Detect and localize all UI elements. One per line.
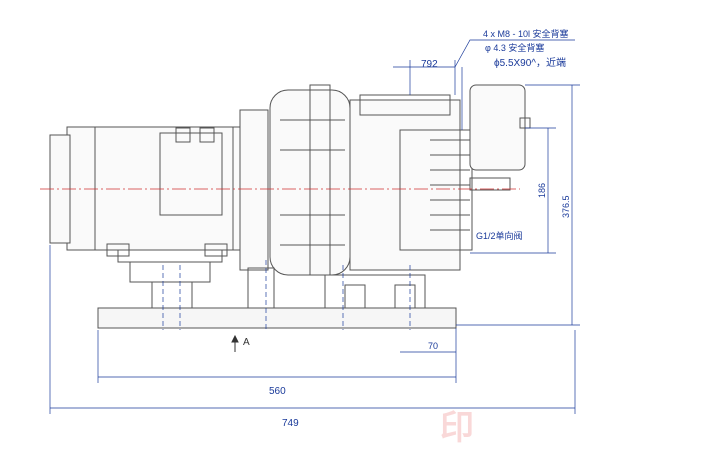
callout-line-2: φ 4.3 安全背塞 bbox=[485, 43, 545, 53]
motor-foot-left bbox=[151, 281, 193, 309]
pedestal-2 bbox=[324, 274, 426, 309]
dim-top: 792 bbox=[421, 59, 438, 70]
callout-line-3: ϕ5.5X90^，近端 bbox=[494, 58, 566, 69]
flange bbox=[239, 109, 269, 271]
dim-base: 560 bbox=[269, 386, 286, 397]
technical-drawing bbox=[40, 39, 580, 414]
dim-overall: 749 bbox=[282, 418, 299, 429]
callout-line-1: 4 x M8 - 10l 安全背塞 bbox=[483, 29, 569, 39]
outlet-pipe bbox=[469, 177, 511, 191]
view-a-label: A bbox=[243, 337, 250, 348]
base-plate bbox=[97, 307, 457, 329]
dim-right-inner: 186 bbox=[537, 182, 547, 198]
terminal-box bbox=[159, 132, 223, 216]
port-label: G1/2单向阀 bbox=[476, 231, 523, 241]
end-cap bbox=[469, 84, 526, 171]
dim-right-outer: 376.5 bbox=[561, 195, 571, 218]
watermark-stamp: 印 bbox=[440, 408, 474, 448]
dim-bottom-small: 70 bbox=[428, 341, 439, 351]
pedestal-1 bbox=[247, 267, 275, 309]
